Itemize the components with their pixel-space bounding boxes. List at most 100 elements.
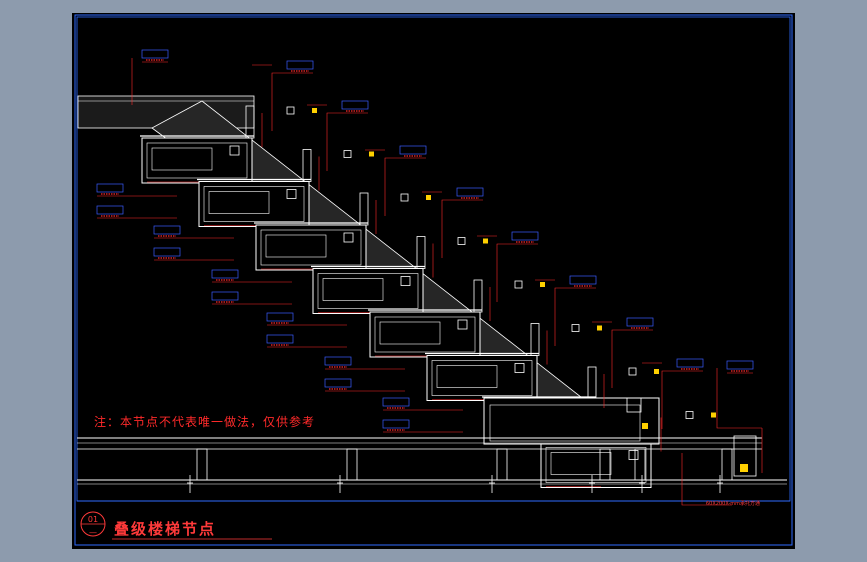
step-fixing-mark — [312, 108, 317, 113]
step-fixing-mark — [540, 282, 545, 287]
material-tag-box — [382, 397, 410, 407]
step-inner-box — [203, 186, 305, 222]
step-outer-box — [312, 268, 424, 314]
material-tag-box — [456, 187, 484, 197]
floor-joist — [196, 448, 208, 481]
material-tag — [153, 247, 181, 261]
material-tag-box — [511, 231, 539, 241]
step-block-upper — [514, 280, 523, 289]
step-outer-box — [426, 355, 538, 401]
step-inner-box — [260, 229, 362, 266]
step-cavity — [550, 452, 612, 475]
right-platform — [733, 435, 757, 477]
step-inner-box — [146, 142, 248, 179]
step-riser — [359, 192, 369, 226]
step-riser — [245, 105, 255, 139]
material-tag-box — [382, 419, 410, 429]
leader-line — [384, 157, 400, 216]
material-tag-box — [211, 291, 239, 301]
drawing-note: 注：本节点不代表唯一做法，仅供参考 — [94, 415, 316, 429]
step-outer-box — [198, 181, 310, 227]
lower-step-inner — [489, 404, 641, 442]
material-tag — [382, 397, 410, 411]
step-cavity — [322, 278, 384, 301]
step-outer-box — [369, 311, 481, 358]
lower-step-block — [626, 397, 642, 413]
material-tag-box — [626, 317, 654, 327]
material-tag — [211, 291, 239, 305]
lower-fixing-mark — [642, 423, 648, 429]
detail-sub: — — [89, 528, 97, 537]
step-block — [400, 276, 411, 286]
material-tag — [96, 183, 124, 197]
material-tag — [266, 334, 294, 348]
stair-step — [311, 236, 488, 314]
step-block-upper — [286, 106, 295, 115]
step-block — [229, 145, 240, 156]
material-tag-box — [676, 358, 704, 368]
step-riser — [416, 236, 426, 269]
step-riser — [587, 366, 597, 400]
leader-line — [496, 243, 512, 302]
material-tag — [399, 145, 427, 159]
detail-number: 01 — [87, 515, 99, 524]
material-tag-box — [341, 100, 369, 110]
material-tag — [676, 358, 704, 372]
floor-joist — [496, 448, 508, 481]
right-fixing-mark — [740, 464, 748, 472]
stair-step — [368, 279, 545, 358]
material-tag — [456, 187, 484, 201]
material-tag-box — [569, 275, 597, 285]
step-block-upper — [457, 237, 466, 245]
step-block — [514, 363, 525, 373]
material-tag-box — [286, 60, 314, 70]
step-block — [628, 450, 639, 460]
step-fixing-mark — [369, 151, 374, 157]
annotation-callouts — [96, 49, 763, 506]
floor-and-joists — [77, 435, 787, 493]
material-tag-box — [726, 360, 754, 370]
leader-line — [661, 370, 677, 429]
drawing-sheet: 01 — 叠级楼梯节点 注：本节点不代表唯一做法，仅供参考 60X200X-mm… — [72, 13, 795, 549]
floor-joist — [721, 448, 733, 481]
stair-geometry — [77, 95, 716, 488]
step-cavity — [208, 191, 270, 214]
step-cavity — [379, 321, 441, 345]
step-block — [343, 232, 354, 243]
leader-line — [554, 287, 570, 346]
material-tag — [726, 360, 754, 374]
leader-line — [611, 329, 627, 388]
bottom-ref-leader — [681, 453, 732, 506]
step-riser — [302, 149, 312, 182]
material-tag — [266, 312, 294, 326]
material-tag-box — [399, 145, 427, 155]
material-tag — [96, 205, 124, 219]
stair-step — [254, 192, 431, 271]
step-cavity — [436, 365, 498, 388]
material-tag-box — [211, 269, 239, 279]
leader-line — [326, 112, 342, 171]
material-tag-box — [153, 225, 181, 235]
step-fixing-mark — [654, 369, 659, 374]
stair-step — [197, 149, 374, 227]
step-block-upper — [685, 411, 694, 419]
step-block — [286, 189, 297, 199]
material-tag-box — [266, 312, 294, 322]
step-outer-box — [255, 224, 367, 271]
step-cavity — [265, 234, 327, 258]
stair-step — [140, 105, 317, 184]
material-tag-box — [141, 49, 169, 59]
floor-joist — [599, 448, 611, 481]
step-block-upper — [400, 193, 409, 202]
step-riser — [530, 323, 540, 356]
material-tag — [153, 225, 181, 239]
floor-joist — [634, 448, 646, 481]
material-tag-box — [324, 356, 352, 366]
material-tag — [626, 317, 654, 331]
stair-detail-drawing — [74, 14, 793, 546]
step-cavity — [151, 147, 213, 171]
platform-leader — [716, 368, 762, 429]
drawing-title: 叠级楼梯节点 — [114, 520, 217, 538]
step-fixing-mark — [483, 238, 488, 244]
material-tag — [569, 275, 597, 289]
